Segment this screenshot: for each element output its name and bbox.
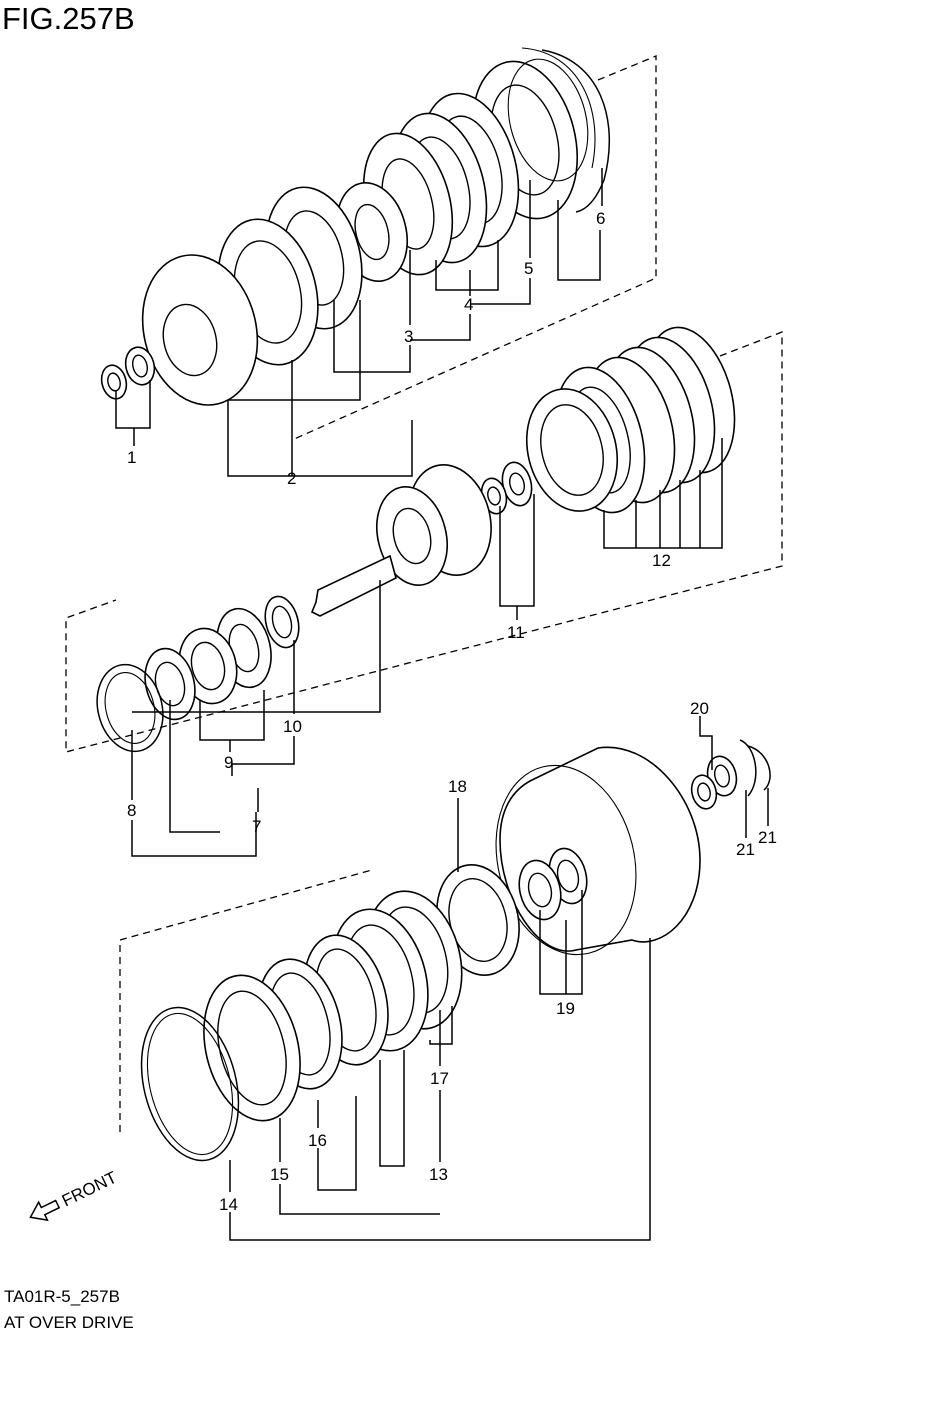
part-1-bearing-hole [132, 354, 148, 378]
callout-4: 4 [464, 295, 473, 314]
part-10-thrust-washer-hole [271, 605, 293, 639]
callout-19: 19 [556, 999, 575, 1018]
callout-10: 10 [283, 717, 302, 736]
callout-12: 12 [652, 551, 671, 570]
output-shaft [310, 554, 397, 617]
part-2-support-hole [162, 303, 218, 377]
callout-leader-lines [115, 168, 769, 1241]
callout-21-right: 21 [758, 828, 777, 847]
part-6-snap-ring-inner [521, 47, 596, 169]
callout-9: 9 [224, 753, 233, 772]
part-8-snap-ring-inner [104, 672, 156, 744]
part-21-snap-ring-a [747, 745, 771, 791]
part-3-spring-retainer-hole [354, 203, 390, 261]
front-label: FRONT [59, 1168, 120, 1211]
front-indicator: FRONT [29, 1168, 120, 1222]
callout-6: 6 [596, 209, 605, 228]
callout-11: 11 [507, 623, 525, 642]
part-20-bearing-hole [714, 764, 730, 788]
callout-15: 15 [270, 1165, 289, 1184]
lower-part-group [140, 739, 771, 1162]
diagram-description: AT OVER DRIVE [4, 1313, 134, 1332]
overdrive-case [499, 746, 701, 952]
upper-part-group [100, 47, 611, 406]
upper-assembly-boundary [291, 55, 657, 441]
callout-7: 7 [252, 817, 261, 836]
part-19-bearing-hole [527, 872, 553, 908]
callout-18: 18 [448, 777, 467, 796]
part-12-plate-6-hole [540, 404, 604, 496]
callout-8: 8 [127, 801, 136, 820]
callout-numbers: 1 2 3 4 5 6 7 8 9 10 11 12 13 14 15 16 1… [127, 209, 777, 1214]
callout-17: 17 [430, 1069, 449, 1088]
middle-part-group [96, 326, 736, 753]
callout-2: 2 [287, 469, 296, 488]
callout-13: 13 [429, 1165, 448, 1184]
part-5-clutch-drum-back [507, 58, 589, 182]
callout-21-left: 21 [736, 840, 755, 859]
part-6-snap-ring [541, 49, 611, 213]
lower-assembly-boundary [119, 869, 373, 1132]
planetary-carrier-hub [392, 507, 432, 565]
part-14-snap-ring [140, 1006, 240, 1162]
part-11-washer-a-hole [509, 472, 525, 496]
diagram-code: TA01R-5_257B [4, 1287, 120, 1306]
overdrive-case-face [495, 764, 637, 956]
figure-title: FIG.257B [2, 1, 135, 36]
callout-5: 5 [524, 259, 533, 278]
front-arrow-icon [29, 1199, 61, 1222]
part-20-washer-hole [697, 782, 711, 802]
callout-14: 14 [219, 1195, 238, 1214]
part-14-snap-ring-inner [146, 1012, 234, 1156]
callout-16: 16 [308, 1131, 327, 1150]
part-21-snap-ring-b [739, 739, 757, 797]
callout-20: 20 [690, 699, 709, 718]
callout-1: 1 [127, 448, 136, 467]
assembly-boundaries [65, 55, 783, 1132]
part-11-washer-b-hole [487, 486, 501, 506]
part-9-bearing-hole [190, 641, 226, 691]
part-19-race-hole [556, 859, 580, 893]
callout-3: 3 [404, 327, 413, 346]
part-8-snap-ring [96, 663, 164, 753]
